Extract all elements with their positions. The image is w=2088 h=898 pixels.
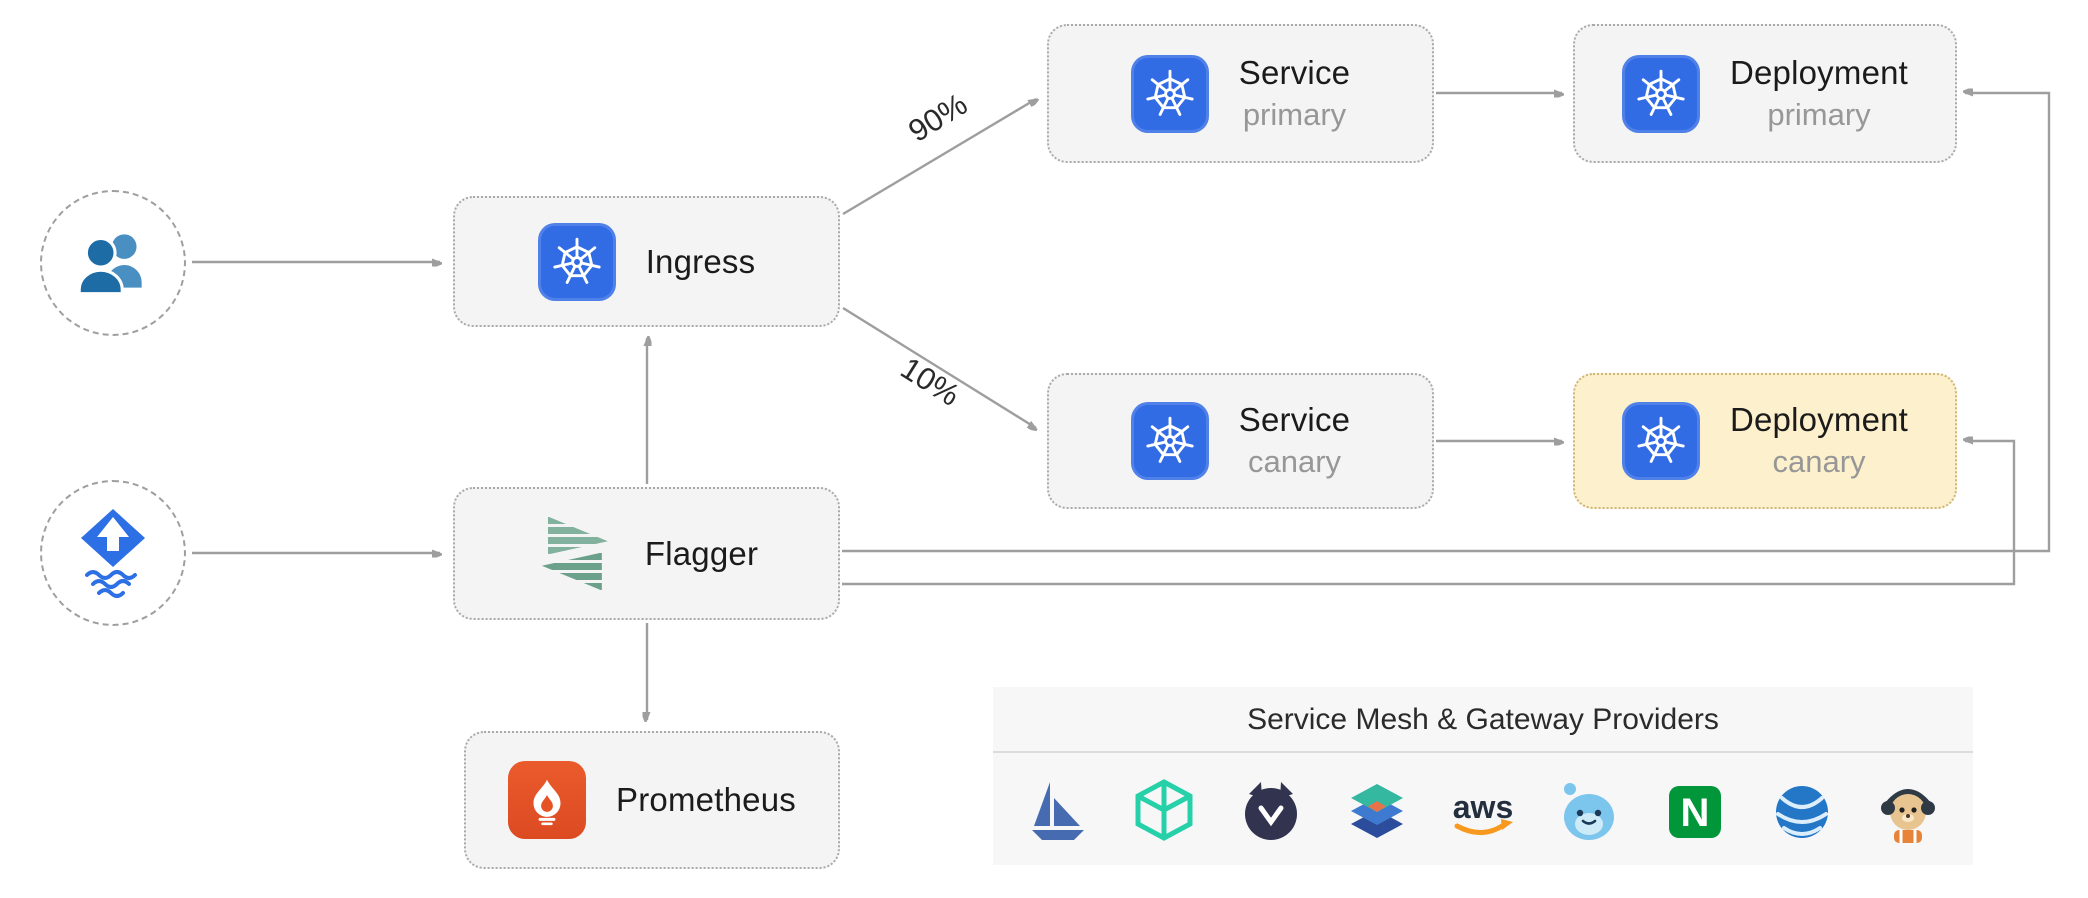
svg-text:aws: aws	[1453, 789, 1513, 825]
kubernetes-icon	[1130, 54, 1209, 133]
deployment-canary-node: Deployment canary	[1573, 373, 1957, 509]
flagger-pennant-bottom	[541, 552, 602, 591]
flagger-icon	[535, 514, 615, 594]
service-primary-label: Service	[1238, 53, 1351, 91]
flagger-label: Flagger	[644, 534, 759, 572]
users-node	[40, 190, 186, 336]
kubernetes-icon	[1621, 54, 1700, 133]
deployment-canary-sublabel: canary	[1772, 444, 1866, 480]
deployment-canary-label: Deployment	[1729, 401, 1909, 439]
deployment-primary-node: Deployment primary	[1573, 24, 1957, 163]
providers-panel: Service Mesh & Gateway Providers	[993, 687, 1973, 865]
open-service-mesh-icon	[1754, 766, 1850, 858]
service-primary-node: Service primary	[1047, 24, 1434, 163]
providers-logos: aws N	[993, 753, 1973, 871]
aws-app-mesh-icon: aws	[1435, 766, 1531, 858]
prometheus-icon	[508, 761, 587, 839]
prometheus-node: Prometheus	[464, 731, 840, 869]
flagger-node: Flagger	[453, 487, 840, 620]
kubernetes-icon	[1621, 402, 1700, 480]
service-canary-node: Service canary	[1047, 373, 1434, 509]
users-icon	[77, 234, 142, 296]
deployment-primary-sublabel: primary	[1767, 96, 1871, 132]
ingress-label: Ingress	[645, 242, 756, 280]
service-primary-sublabel: primary	[1242, 96, 1347, 132]
kubernetes-icon	[1130, 402, 1209, 480]
gateway-api-icon	[1329, 766, 1425, 858]
emissary-icon	[1860, 766, 1956, 858]
service-canary-sublabel: canary	[1247, 444, 1342, 480]
service-canary-label: Service	[1238, 401, 1351, 439]
traffic-weight-canary: 10%	[894, 350, 966, 413]
flagger-pennant-top	[547, 516, 608, 555]
kubernetes-icon	[537, 222, 616, 301]
traffic-weight-primary: 90%	[902, 86, 974, 149]
svg-text:N: N	[1681, 791, 1710, 835]
prometheus-label: Prometheus	[616, 781, 796, 818]
flux-icon	[81, 509, 145, 598]
contour-icon	[1223, 766, 1319, 858]
ingress-node: Ingress	[453, 196, 840, 327]
gitops-node	[40, 480, 186, 626]
linkerd-icon	[1116, 766, 1212, 858]
istio-icon	[1010, 766, 1106, 858]
nginx-icon: N	[1647, 766, 1743, 858]
kuma-icon	[1541, 766, 1637, 858]
deployment-primary-label: Deployment	[1729, 53, 1909, 91]
providers-title: Service Mesh & Gateway Providers	[993, 687, 1973, 753]
